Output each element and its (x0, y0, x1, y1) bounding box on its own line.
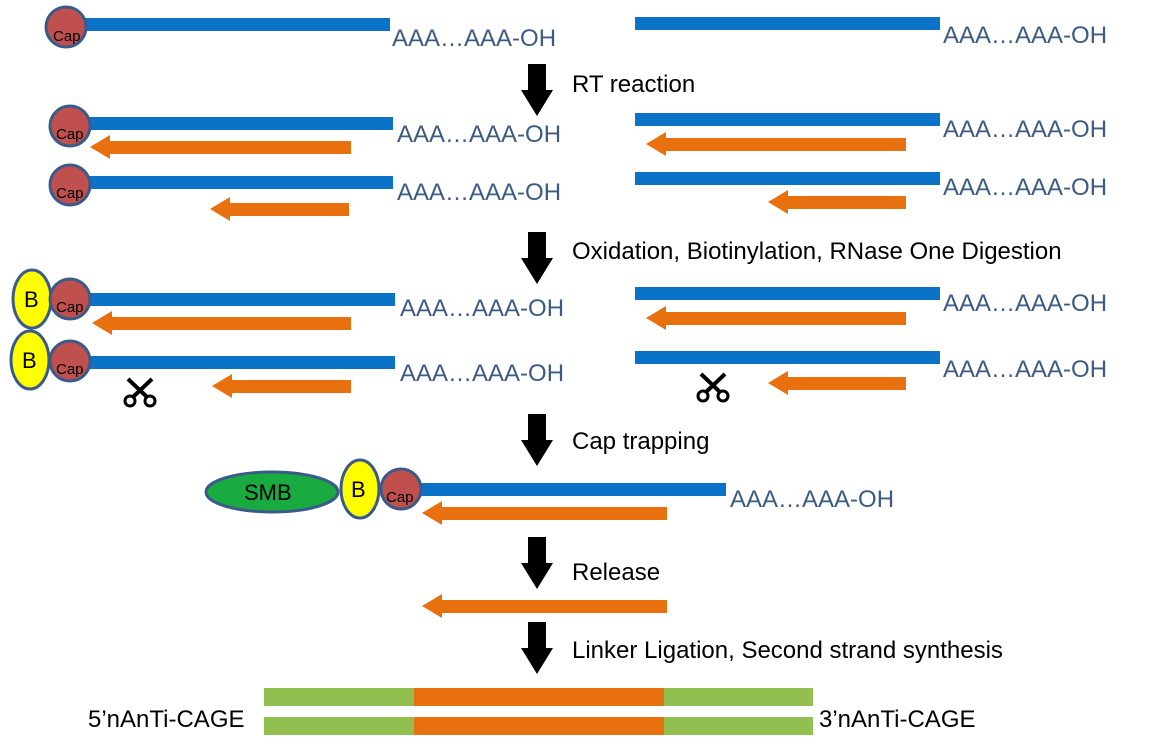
smb-label: SMB (244, 480, 292, 505)
cap-structure (48, 163, 92, 207)
polya-tail-label: AAA…AAA-OH (943, 290, 1107, 317)
cdna-strand (230, 380, 351, 393)
mrna-strand (75, 176, 393, 189)
cdna-arrowhead (646, 306, 666, 330)
down-arrow-icon (521, 64, 553, 116)
cap-structure (379, 467, 423, 511)
cap-label: Cap (53, 28, 81, 45)
cdna-strand (110, 317, 351, 330)
three-prime-label: 3’nAnTi-CAGE (819, 706, 976, 733)
cdna-strand (440, 507, 667, 520)
insert-bottom (414, 717, 664, 735)
cdna-arrowhead (768, 371, 788, 395)
polya-tail-label: AAA…AAA-OH (730, 486, 894, 513)
cdna-arrowhead (210, 197, 230, 221)
down-arrow-icon (521, 232, 553, 284)
step-label-rt-reaction: RT reaction (572, 71, 695, 98)
mrna-strand (75, 117, 393, 130)
polya-tail-label: AAA…AAA-OH (392, 25, 556, 52)
scissors-icon (123, 377, 157, 408)
cap-structure (44, 5, 88, 49)
cdna-arrowhead (422, 501, 442, 525)
mrna-strand (635, 351, 940, 364)
polya-tail-label: AAA…AAA-OH (943, 22, 1107, 49)
mrna-strand (635, 113, 940, 126)
polya-tail-label: AAA…AAA-OH (397, 121, 561, 148)
mrna-strand (635, 287, 940, 300)
biotin-tag (339, 458, 381, 520)
cdna-strand (440, 600, 667, 613)
cdna-strand (664, 312, 906, 325)
polya-tail-label: AAA…AAA-OH (943, 356, 1107, 383)
cdna-arrowhead (768, 190, 788, 214)
scissors-icon (696, 372, 730, 403)
cap-label: Cap (56, 126, 84, 143)
insert-top (414, 688, 664, 706)
polya-tail-label: AAA…AAA-OH (943, 116, 1107, 143)
cdna-strand (108, 141, 351, 154)
cap-label: Cap (56, 361, 84, 378)
mrna-strand (75, 356, 395, 369)
mrna-strand (635, 17, 940, 30)
down-arrow-icon (521, 622, 553, 674)
mrna-strand (635, 172, 940, 185)
biotin-label: B (24, 287, 39, 312)
cdna-arrowhead (90, 135, 110, 159)
polya-tail-label: AAA…AAA-OH (400, 360, 564, 387)
mrna-strand (402, 483, 726, 496)
cap-structure (48, 339, 92, 383)
mrna-strand (72, 18, 390, 31)
biotin-label: B (351, 477, 366, 502)
cdna-strand (786, 196, 906, 209)
down-arrow-icon (521, 537, 553, 589)
cdna-arrowhead (646, 132, 666, 156)
cap-label: Cap (386, 489, 414, 506)
cap-label: Cap (56, 185, 84, 202)
cap-label: Cap (56, 299, 84, 316)
biotin-label: B (22, 348, 37, 373)
step-label-oxidation: Oxidation, Biotinylation, RNase One Dige… (572, 238, 1062, 265)
mrna-strand (75, 293, 395, 306)
cdna-strand (228, 203, 349, 216)
polya-tail-label: AAA…AAA-OH (397, 179, 561, 206)
cdna-arrowhead (92, 311, 112, 335)
polya-tail-label: AAA…AAA-OH (400, 295, 564, 322)
linker-3prime-bottom (664, 717, 813, 735)
step-label-release: Release (572, 559, 660, 586)
cdna-strand (664, 138, 906, 151)
linker-5prime-bottom (264, 717, 414, 735)
polya-tail-label: AAA…AAA-OH (943, 174, 1107, 201)
five-prime-label: 5’nAnTi-CAGE (88, 706, 245, 733)
down-arrow-icon (521, 414, 553, 466)
linker-3prime-top (664, 688, 813, 706)
step-label-linker-ligation: Linker Ligation, Second strand synthesis (572, 637, 1003, 664)
cdna-arrowhead (422, 594, 442, 618)
cdna-strand (786, 377, 906, 390)
step-label-cap-trapping: Cap trapping (572, 428, 709, 455)
cap-structure (48, 277, 92, 321)
smb-bead (204, 470, 340, 514)
cap-structure (48, 104, 92, 148)
cdna-arrowhead (212, 374, 232, 398)
linker-5prime-top (264, 688, 414, 706)
